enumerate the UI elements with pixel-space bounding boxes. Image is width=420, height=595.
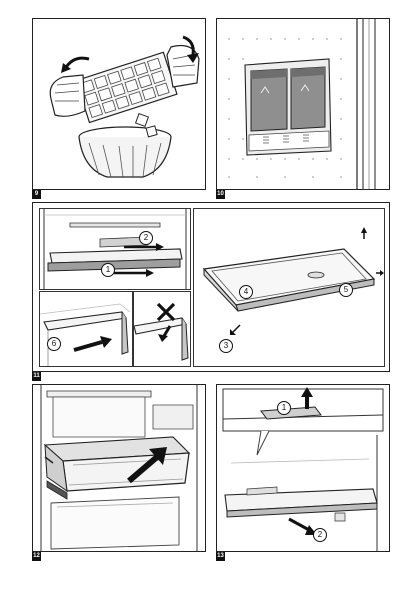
freezer-compartment-illustration bbox=[227, 19, 376, 189]
figure-13-panel: 1 2 bbox=[216, 384, 390, 552]
figure-9-panel bbox=[32, 18, 206, 190]
figure-11-wrong-way-view bbox=[133, 291, 191, 367]
figure-11-shelf-pull-view bbox=[39, 208, 191, 290]
callout-13-2: 2 bbox=[313, 528, 327, 542]
figure-13-number: 13 bbox=[216, 552, 225, 561]
callout-13-1: 1 bbox=[277, 401, 291, 415]
figure-11-panel: 1 2 6 bbox=[32, 202, 390, 372]
figure-11-number: 11 bbox=[32, 372, 41, 381]
figure-12-panel bbox=[32, 384, 206, 552]
freezer-drawer-illustration bbox=[40, 385, 198, 551]
callout-2: 2 bbox=[139, 231, 153, 245]
figure-10-panel bbox=[216, 18, 390, 190]
shelf-lift-pull-illustration bbox=[222, 387, 384, 551]
callout-6: 6 bbox=[47, 337, 61, 351]
callout-5: 5 bbox=[339, 283, 353, 297]
figure-12-number: 12 bbox=[32, 552, 41, 561]
figure-10-number: 10 bbox=[216, 190, 225, 199]
figure-9-number: 9 bbox=[32, 190, 41, 199]
figure-11-insert-view bbox=[39, 291, 133, 367]
callout-1: 1 bbox=[101, 263, 115, 277]
callout-3: 3 bbox=[219, 339, 233, 353]
ice-tray-illustration bbox=[49, 35, 200, 178]
callout-4: 4 bbox=[239, 285, 253, 299]
